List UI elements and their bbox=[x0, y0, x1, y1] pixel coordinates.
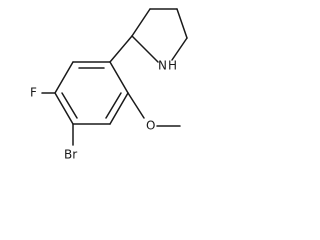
nitrogen-hydrogen-label: H bbox=[168, 59, 177, 73]
ring-bond-lower-left-inner bbox=[61, 92, 78, 119]
pyrrolidine-bond-c5-n bbox=[171, 37, 188, 61]
pyrrolidine-bond-n-c2 bbox=[131, 35, 159, 63]
ring-bond-lower-right-inner bbox=[105, 92, 122, 119]
nitrogen-label: N bbox=[158, 59, 167, 73]
ring-bond-lower-left bbox=[54, 92, 74, 125]
oxygen-label: O bbox=[146, 119, 155, 133]
bond-ring-to-oxygen bbox=[127, 92, 145, 119]
ring-bond-lower-right bbox=[109, 92, 129, 125]
molecule-structure: F Br O N H bbox=[30, 8, 188, 162]
benzene-ring bbox=[54, 61, 129, 125]
pyrrolidine-bond-c2-c3 bbox=[131, 8, 151, 37]
bromine-label: Br bbox=[64, 148, 77, 162]
bond-to-pyrrolidine bbox=[109, 35, 133, 63]
ring-bond-upper-right bbox=[109, 61, 129, 94]
pyrrolidine-bond-c4-c5 bbox=[176, 8, 188, 39]
ring-bond-upper-left bbox=[54, 61, 74, 94]
pyrrolidine-ring bbox=[131, 8, 188, 63]
fluorine-label: F bbox=[30, 86, 37, 100]
